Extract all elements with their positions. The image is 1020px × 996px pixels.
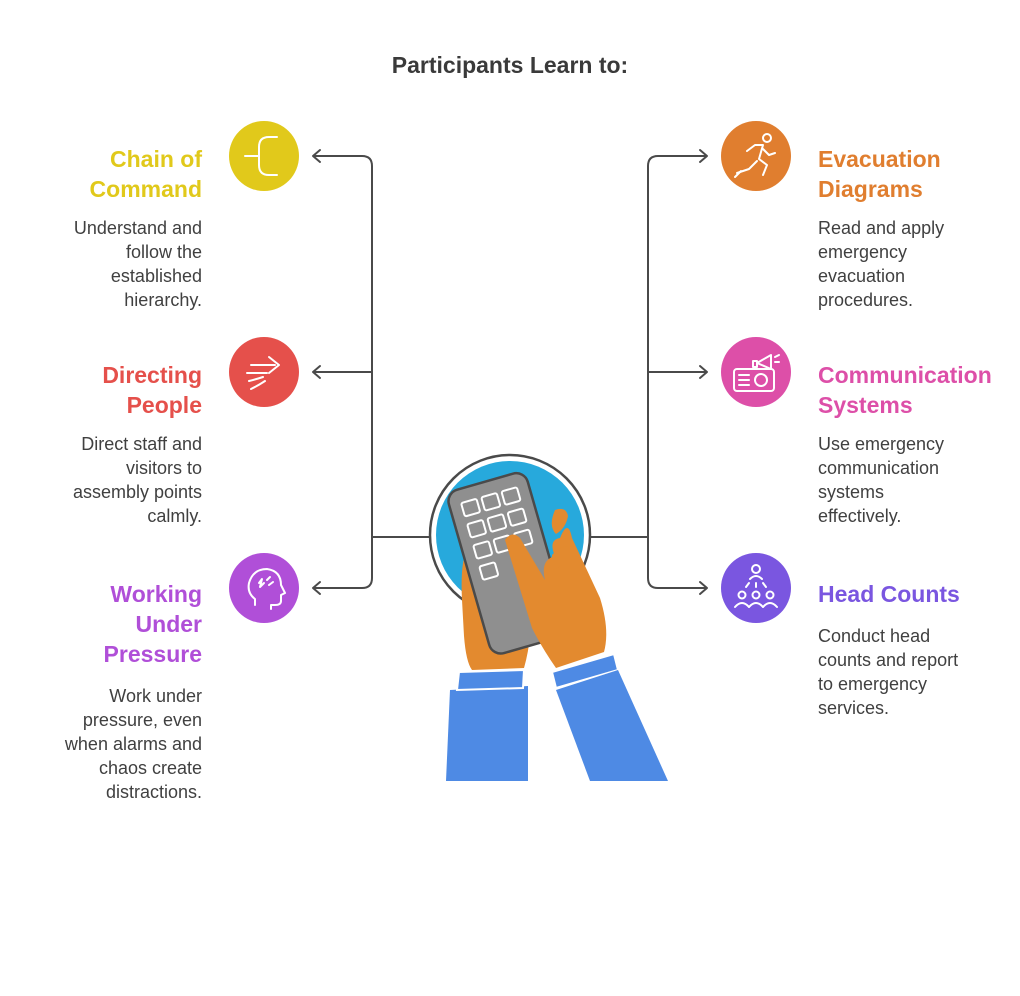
working-title-line1: Working — [110, 581, 202, 607]
arrow-to-communication — [699, 365, 708, 379]
communication-title-line2: Systems — [818, 392, 913, 418]
running-person-icon — [721, 121, 791, 191]
evacuation-desc-line3: evacuation — [818, 266, 906, 286]
communication-desc-line1: Use emergency — [818, 434, 945, 454]
directing-desc-line4: calmly. — [147, 506, 202, 526]
directing-people-title: Directing People — [12, 360, 202, 420]
arrow-to-headcounts — [699, 581, 708, 595]
communication-desc-line4: effectively. — [818, 506, 902, 526]
chain-of-command-title: Chain of Command — [12, 144, 202, 204]
directing-people-description: Direct staff and visitors to assembly po… — [12, 432, 202, 528]
directing-desc-line2: visitors to — [125, 458, 202, 478]
communication-systems-description: Use emergency communication systems effe… — [818, 432, 1013, 528]
working-desc-line5: distractions. — [105, 782, 202, 802]
headcounts-desc-line4: services. — [818, 698, 890, 718]
evacuation-desc-line1: Read and apply — [818, 218, 945, 238]
head-counts-description: Conduct head counts and report to emerge… — [818, 624, 1013, 720]
working-desc-line1: Work under — [109, 686, 202, 706]
working-title-line2: Under — [135, 611, 202, 637]
chain-of-command-description: Understand and follow the established hi… — [12, 216, 202, 312]
stressed-head-icon — [229, 553, 299, 623]
evacuation-title-line1: Evacuation — [818, 146, 941, 172]
working-under-pressure-title: Working Under Pressure — [12, 579, 202, 669]
arrow-to-directing — [312, 365, 321, 379]
arrow-to-chain — [312, 149, 321, 163]
arrow-to-working — [312, 581, 321, 595]
directing-title-line1: Directing — [102, 362, 202, 388]
working-under-pressure-description: Work under pressure, even when alarms an… — [12, 684, 202, 804]
directing-desc-line1: Direct staff and — [81, 434, 202, 454]
hierarchy-icon — [229, 121, 299, 191]
diagram-title: Participants Learn to: — [391, 52, 629, 78]
chain-desc-line4: hierarchy. — [124, 290, 202, 310]
head-counts-title: Head Counts — [818, 579, 1013, 609]
evacuation-desc-line2: emergency — [818, 242, 908, 262]
communication-desc-line3: systems — [818, 482, 885, 502]
working-desc-line3: when alarms and — [64, 734, 202, 754]
evacuation-desc-line4: procedures. — [818, 290, 914, 310]
headcounts-desc-line3: to emergency — [818, 674, 928, 694]
hand-pressing-keypad-icon — [428, 453, 668, 781]
working-title-line3: Pressure — [103, 641, 202, 667]
chain-title-line2: Command — [89, 176, 202, 202]
direction-arrows-icon — [229, 337, 299, 407]
communication-title-line1: Communication — [818, 362, 992, 388]
evacuation-diagrams-title: Evacuation Diagrams — [818, 144, 1013, 204]
group-people-icon — [721, 553, 791, 623]
chain-desc-line1: Understand and — [73, 218, 202, 238]
evacuation-title-line2: Diagrams — [818, 176, 923, 202]
communication-desc-line2: communication — [818, 458, 940, 478]
headcounts-title-line1: Head Counts — [818, 581, 960, 607]
evacuation-diagrams-description: Read and apply emergency evacuation proc… — [818, 216, 1013, 312]
chain-title-line1: Chain of — [110, 146, 202, 172]
chain-desc-line2: follow the — [125, 242, 202, 262]
communication-systems-title: Communication Systems — [818, 360, 1013, 420]
working-desc-line2: pressure, even — [82, 710, 202, 730]
working-desc-line4: chaos create — [98, 758, 202, 778]
directing-title-line2: People — [126, 392, 202, 418]
headcounts-desc-line2: counts and report — [818, 650, 959, 670]
directing-desc-line3: assembly points — [72, 482, 202, 502]
radio-megaphone-icon — [721, 337, 791, 407]
arrow-to-evacuation — [699, 149, 708, 163]
chain-desc-line3: established — [110, 266, 202, 286]
headcounts-desc-line1: Conduct head — [818, 626, 931, 646]
